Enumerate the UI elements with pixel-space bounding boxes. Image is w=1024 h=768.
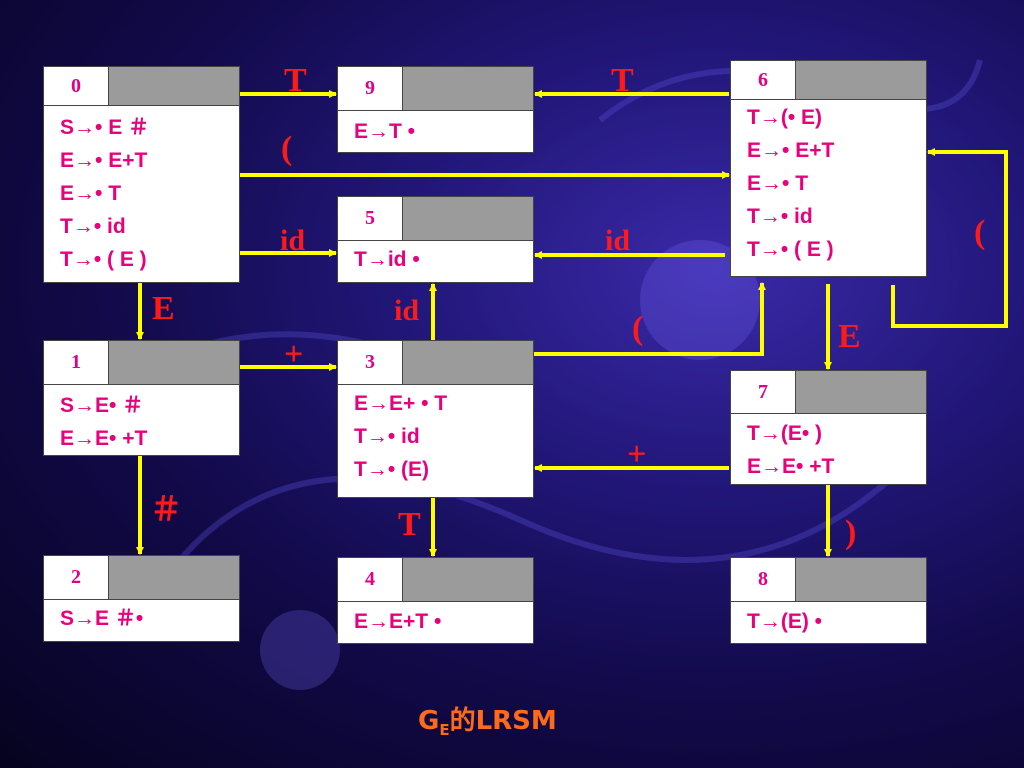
state-number: 2 xyxy=(44,556,109,599)
state-number: 3 xyxy=(338,341,403,384)
state-header-cell xyxy=(403,197,533,240)
label-1-2: ＃ xyxy=(150,491,183,527)
label-6-6: ( xyxy=(974,214,986,251)
label-0-5: id xyxy=(280,224,306,257)
caption-main: G xyxy=(418,706,440,736)
label-6-7: E xyxy=(838,318,861,355)
label-6-9: T xyxy=(611,62,634,99)
arrow-6-loop xyxy=(891,148,1008,328)
state-number: 8 xyxy=(731,558,796,601)
state-header-cell xyxy=(403,341,533,384)
lr-item: T→• id xyxy=(354,425,420,448)
state-number: 7 xyxy=(731,371,796,413)
state-5: 5 T→id • xyxy=(337,196,534,283)
state-header-cell xyxy=(403,67,533,110)
lr-item: S→• E ＃ xyxy=(60,116,150,139)
caption-subscript: E xyxy=(439,721,450,740)
label-3-4: T xyxy=(398,506,421,543)
lr-item: T→• (E) xyxy=(354,458,430,481)
lr-item: T→(E) • xyxy=(747,610,823,633)
lr-item: T→• ( E ) xyxy=(60,248,147,271)
state-header-cell xyxy=(796,371,926,413)
label-3-5: id xyxy=(394,294,420,327)
state-1: 1 S→E• ＃ E→E• +T xyxy=(43,340,240,456)
label-7-8: ) xyxy=(845,514,857,551)
state-number: 5 xyxy=(338,197,403,240)
lr-item: E→• T xyxy=(60,182,122,205)
state-7: 7 T→(E• ) E→E• +T xyxy=(730,370,927,485)
state-2: 2 S→E ＃• xyxy=(43,555,240,642)
state-number: 6 xyxy=(731,61,796,99)
lr-item: T→id • xyxy=(354,248,420,271)
lr-item: E→E+T • xyxy=(354,610,442,633)
lr-item: E→E• +T xyxy=(60,427,148,450)
state-4: 4 E→E+T • xyxy=(337,557,534,644)
state-number: 1 xyxy=(44,341,109,384)
label-0-6: ( xyxy=(281,130,293,167)
state-header-cell xyxy=(109,67,239,105)
state-header-cell xyxy=(109,556,239,599)
lr-item: T→(E• ) xyxy=(747,422,823,445)
diagram-caption: GE的LRSM xyxy=(418,700,557,739)
state-0: 0 S→• E ＃ E→• E+T E→• T T→• id T→• ( E ) xyxy=(43,66,240,283)
lr-item: T→• id xyxy=(60,215,126,238)
label-0-1: E xyxy=(152,290,175,327)
state-number: 9 xyxy=(338,67,403,110)
state-3: 3 E→E+ • T T→• id T→• (E) xyxy=(337,340,534,498)
lr-item: E→• T xyxy=(747,172,809,195)
state-6: 6 T→(• E) E→• E+T E→• T T→• id T→• ( E ) xyxy=(730,60,927,277)
state-number: 4 xyxy=(338,558,403,601)
state-header-cell xyxy=(109,341,239,384)
lr-item: T→(• E) xyxy=(747,106,823,129)
lr-item: S→E ＃• xyxy=(60,607,144,630)
caption-rest: 的LRSM xyxy=(449,706,557,736)
lr-item: E→E• +T xyxy=(747,455,835,478)
lr-item: T→• ( E ) xyxy=(747,238,834,261)
lr-item: S→E• ＃ xyxy=(60,394,144,417)
label-7-3: + xyxy=(627,436,647,473)
label-0-9: T xyxy=(284,62,307,99)
lr-item: T→• id xyxy=(747,205,813,228)
label-1-3: + xyxy=(284,336,304,373)
state-header-cell xyxy=(796,61,926,99)
lr-item: E→• E+T xyxy=(60,149,148,172)
lr-item: E→• E+T xyxy=(747,139,835,162)
arrow-3-to-6 xyxy=(534,282,766,356)
state-header-cell xyxy=(796,558,926,601)
state-header-cell xyxy=(403,558,533,601)
lr-item: E→E+ • T xyxy=(354,392,448,415)
label-3-6: ( xyxy=(632,310,644,347)
state-number: 0 xyxy=(44,67,109,105)
state-9: 9 E→T • xyxy=(337,66,534,153)
label-6-5: id xyxy=(605,224,631,257)
lr-item: E→T • xyxy=(354,120,416,143)
state-8: 8 T→(E) • xyxy=(730,557,927,644)
